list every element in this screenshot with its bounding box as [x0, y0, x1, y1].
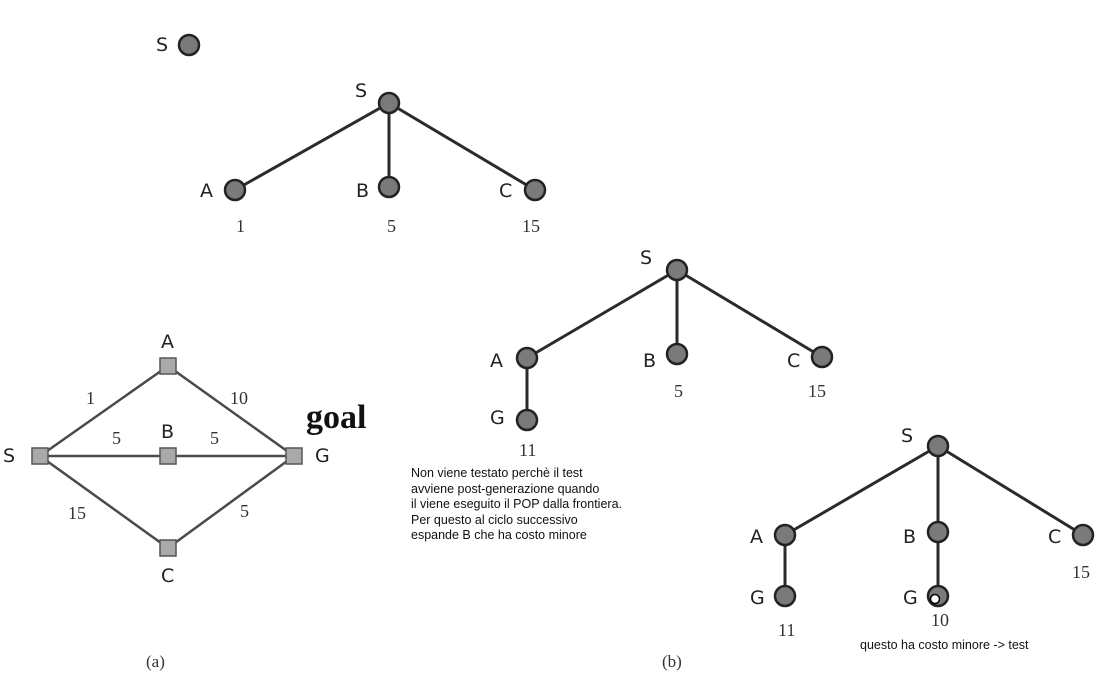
tree2-a-label: A: [490, 350, 503, 372]
tree3-c-cost: 15: [1072, 562, 1090, 582]
tree3-bg-cost: 10: [931, 610, 949, 630]
tree3-bg-label: G: [903, 587, 918, 609]
tree2-edge-s-c: [676, 268, 823, 359]
tree3-a-label: A: [750, 526, 763, 548]
graph-weight-bg: 5: [210, 428, 219, 448]
tree3-ag-cost: 11: [778, 620, 795, 640]
tree-0: S: [156, 33, 201, 57]
tree2-g-cost: 11: [519, 440, 536, 460]
tree1-edge-s-c: [388, 101, 536, 192]
caption-b: (b): [662, 652, 682, 671]
note-line: avviene post-generazione quando: [411, 481, 600, 496]
graph-node-c: [159, 539, 177, 557]
graph-edge-a-g: [167, 364, 295, 458]
note-line: Per questo al ciclo successivo: [411, 512, 578, 527]
selected-marker-icon: [929, 593, 941, 605]
tree3-edge-s-a: [784, 444, 939, 537]
tree2-root-node: [665, 258, 689, 282]
graph-node-g: [285, 447, 303, 465]
tree2-c-cost: 15: [808, 381, 826, 401]
tree2-g-node: [515, 408, 539, 432]
tree3-root-label: S: [901, 425, 913, 447]
tree2-c-node: [810, 345, 834, 369]
tree3-c-node: [1071, 523, 1095, 547]
caption-a: (a): [146, 652, 165, 671]
tree0-root-node: [177, 33, 201, 57]
search-graph: A B C S G 1 10 5 5 15 5 goal (a): [3, 331, 366, 671]
tree1-root-node: [377, 91, 401, 115]
tree-1: S A 1 B 5 C 15: [200, 80, 547, 236]
tree1-c-label: C: [499, 180, 512, 202]
tree1-c-cost: 15: [522, 216, 540, 236]
tree-3: S A G 11 B G 10 C 15: [750, 425, 1095, 640]
tree3-edge-s-c: [937, 444, 1084, 537]
graph-edge-s-a: [39, 364, 169, 458]
graph-node-a: [159, 357, 177, 375]
tree1-c-node: [523, 178, 547, 202]
tree2-root-label: S: [640, 247, 652, 269]
note-line: il viene eseguito il POP dalla frontiera…: [411, 497, 622, 511]
graph-label-c: C: [161, 565, 174, 587]
tree1-root-label: S: [355, 80, 367, 102]
tree1-b-node: [377, 175, 401, 199]
tree3-c-label: C: [1048, 526, 1061, 548]
tree3-a-node: [773, 523, 797, 547]
tree3-ag-node: [773, 584, 797, 608]
tree0-root-label: S: [156, 34, 168, 56]
test-note: questo ha costo minore -> test: [860, 638, 1029, 652]
graph-label-b: B: [161, 421, 174, 443]
tree2-b-node: [665, 342, 689, 366]
tree1-a-label: A: [200, 180, 213, 202]
tree1-a-node: [223, 178, 247, 202]
graph-node-s: [31, 447, 49, 465]
graph-edge-c-g: [167, 454, 295, 550]
graph-label-a: A: [161, 331, 174, 353]
tree2-edge-s-a: [526, 268, 678, 360]
tree2-c-label: C: [787, 350, 800, 372]
note-line: Non viene testato perchè il test: [411, 466, 583, 480]
tree-2: S A G 11 B 5 C 15: [490, 247, 834, 460]
tree2-a-node: [515, 346, 539, 370]
tree3-root-node: [926, 434, 950, 458]
graph-weight-sc: 15: [68, 503, 86, 523]
tree3-ag-label: G: [750, 587, 765, 609]
graph-edge-s-c: [39, 454, 169, 550]
tree1-b-label: B: [356, 180, 369, 202]
explanation-note: Non viene testato perchè il test avviene…: [411, 466, 622, 544]
tree1-edge-s-a: [234, 101, 390, 192]
goal-label: goal: [306, 399, 366, 436]
tree2-b-label: B: [643, 350, 656, 372]
tree3-b-label: B: [903, 526, 916, 548]
tree2-g-label: G: [490, 407, 505, 429]
graph-weight-sa: 1: [86, 388, 95, 408]
graph-weight-ag: 10: [230, 388, 248, 408]
tree1-b-cost: 5: [387, 216, 396, 236]
graph-weight-sb: 5: [112, 428, 121, 448]
graph-label-s: S: [3, 445, 15, 467]
graph-weight-cg: 5: [240, 501, 249, 521]
note-line: espande B che ha costo minore: [411, 528, 587, 542]
tree3-b-node: [926, 520, 950, 544]
tree2-b-cost: 5: [674, 381, 683, 401]
graph-node-b: [159, 447, 177, 465]
graph-label-g: G: [315, 445, 330, 467]
tree1-a-cost: 1: [236, 216, 245, 236]
